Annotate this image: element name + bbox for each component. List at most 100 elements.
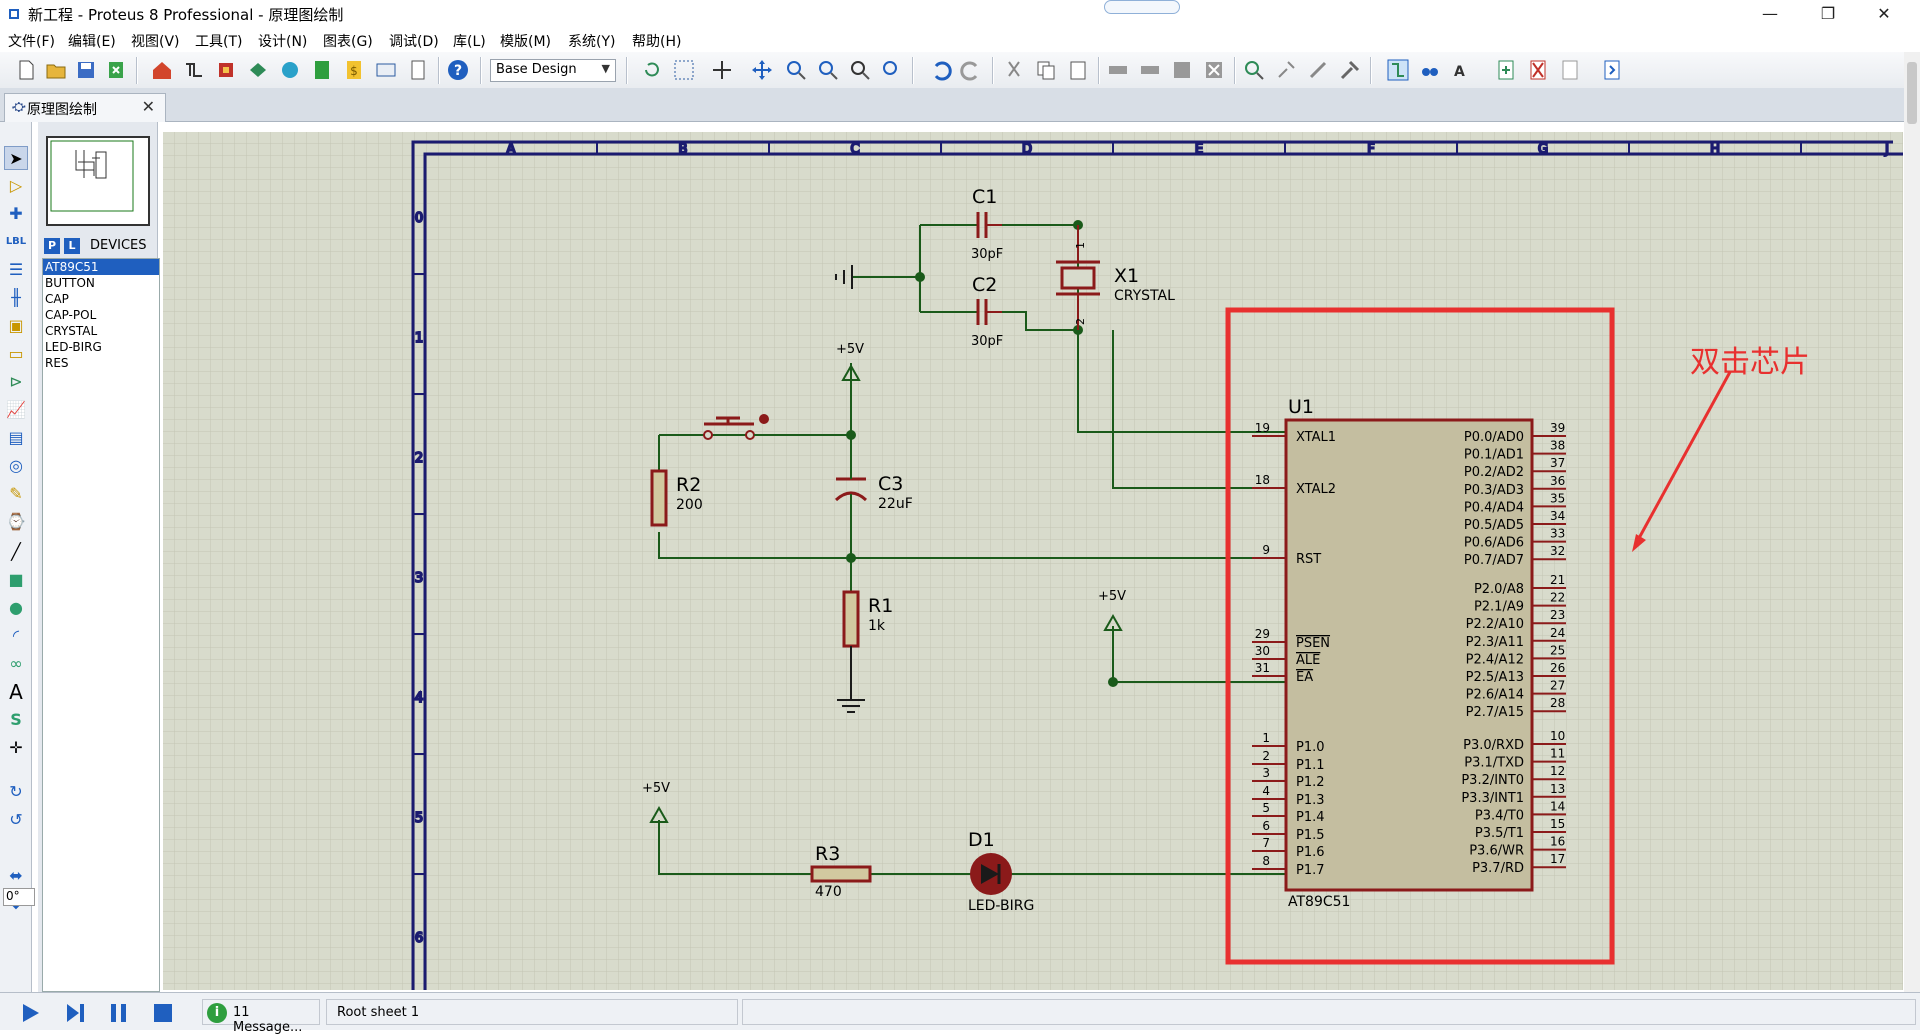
- library-manager-button[interactable]: L: [64, 238, 80, 254]
- arc-tool-icon[interactable]: ◜: [12, 626, 20, 645]
- menu-debug[interactable]: 调试(D): [389, 34, 439, 50]
- overview-window[interactable]: [46, 136, 150, 226]
- menu-design[interactable]: 设计(N): [258, 34, 308, 50]
- rotation-angle-field[interactable]: 0°: [3, 888, 35, 906]
- chip-body[interactable]: [1284, 418, 1534, 892]
- electrical-rule-check-icon[interactable]: [1600, 58, 1624, 82]
- path-tool-icon[interactable]: ∞: [9, 654, 23, 673]
- zoom-in-icon[interactable]: [784, 58, 808, 82]
- subcircuit-icon[interactable]: ▣: [8, 316, 24, 335]
- buses-icon[interactable]: ╫: [11, 288, 21, 307]
- redo-icon[interactable]: [960, 58, 984, 82]
- junction-dot-icon[interactable]: ✚: [9, 204, 23, 223]
- copy-icon[interactable]: [1034, 58, 1058, 82]
- pick-device-button[interactable]: P: [44, 238, 60, 254]
- crystal-x1[interactable]: 1 2 X1 CRYSTAL: [1056, 225, 1175, 330]
- selection-mode-icon[interactable]: ➤: [4, 146, 28, 170]
- wire-autorouter-icon[interactable]: [1386, 58, 1410, 82]
- source-code-icon[interactable]: [374, 58, 398, 82]
- grid-toggle-icon[interactable]: [672, 58, 696, 82]
- device-item-crystal[interactable]: CRYSTAL: [45, 324, 98, 338]
- refresh-icon[interactable]: [640, 58, 664, 82]
- menu-tools[interactable]: 工具(T): [195, 34, 243, 50]
- property-assignment-icon[interactable]: A: [1450, 58, 1474, 82]
- line-tool-icon[interactable]: ╱: [11, 542, 21, 561]
- pan-icon[interactable]: [750, 58, 774, 82]
- graph-mode-icon[interactable]: 📈: [6, 400, 26, 419]
- tape-recorder-icon[interactable]: ▤: [8, 428, 24, 447]
- menu-graph[interactable]: 图表(G): [323, 34, 373, 50]
- rotate-anticlockwise-icon[interactable]: ↺: [9, 810, 23, 829]
- device-item-cap-pol[interactable]: CAP-POL: [45, 308, 97, 322]
- cut-icon[interactable]: [1002, 58, 1026, 82]
- bom-icon[interactable]: $: [342, 58, 366, 82]
- device-pins-icon[interactable]: ⊳: [9, 372, 23, 391]
- package-tool-icon[interactable]: [1306, 58, 1330, 82]
- new-sheet-icon[interactable]: [1494, 58, 1518, 82]
- design-variant-select[interactable]: Base Design▼: [490, 59, 616, 82]
- block-copy-icon[interactable]: [1106, 58, 1130, 82]
- device-item-cap[interactable]: CAP: [45, 292, 69, 306]
- search-tag-icon[interactable]: [1418, 58, 1442, 82]
- pause-icon[interactable]: [108, 1002, 130, 1024]
- pcb-icon[interactable]: [214, 58, 238, 82]
- vertical-scrollbar[interactable]: [1904, 52, 1920, 992]
- menu-system[interactable]: 系统(Y): [568, 34, 616, 50]
- virtual-instruments-icon[interactable]: ⌚: [6, 512, 26, 531]
- block-delete-icon[interactable]: [1202, 58, 1226, 82]
- zoom-out-icon[interactable]: [816, 58, 840, 82]
- stop-icon[interactable]: [152, 1002, 174, 1024]
- play-icon[interactable]: [20, 1002, 42, 1024]
- origin-icon[interactable]: [710, 58, 734, 82]
- circle-tool-icon[interactable]: ●: [9, 598, 23, 617]
- wire-label-icon[interactable]: LBL: [5, 236, 27, 247]
- zoom-all-icon[interactable]: [848, 58, 872, 82]
- chip-u1-at89c51[interactable]: U1 AT89C51 19XTAL118XTAL29RST29PSEN30ALE…: [1252, 396, 1566, 910]
- design-explorer-icon[interactable]: [310, 58, 334, 82]
- close-tab-icon[interactable]: ✕: [141, 97, 155, 116]
- save-icon[interactable]: [74, 58, 98, 82]
- home-icon[interactable]: [150, 58, 174, 82]
- capacitor-c3[interactable]: C3 22uF: [834, 435, 913, 518]
- terminals-icon[interactable]: ▭: [8, 344, 24, 363]
- box-tool-icon[interactable]: ■: [8, 570, 24, 589]
- menu-view[interactable]: 视图(V): [131, 34, 180, 50]
- title-pill[interactable]: [1104, 0, 1180, 14]
- zoom-area-icon[interactable]: [880, 58, 904, 82]
- close-project-icon[interactable]: [104, 58, 128, 82]
- component-mode-icon[interactable]: ▷: [9, 176, 23, 195]
- notes-icon[interactable]: [406, 58, 430, 82]
- scrollbar-thumb[interactable]: [1907, 62, 1917, 124]
- maximize-button[interactable]: ❐: [1820, 4, 1836, 23]
- new-file-icon[interactable]: [14, 58, 38, 82]
- open-folder-icon[interactable]: [44, 58, 68, 82]
- undo-icon[interactable]: [928, 58, 952, 82]
- minimize-button[interactable]: —: [1762, 4, 1778, 23]
- resistor-r3[interactable]: R3 470: [810, 843, 872, 900]
- close-button[interactable]: ✕: [1877, 4, 1891, 23]
- device-item-led-birg[interactable]: LED-BIRG: [45, 340, 102, 354]
- rotate-clockwise-icon[interactable]: ↻: [9, 782, 23, 801]
- capacitor-c2[interactable]: C2 30pF: [971, 274, 1003, 349]
- generator-icon[interactable]: ◎: [9, 456, 23, 475]
- device-item-res[interactable]: RES: [45, 356, 69, 370]
- menu-template[interactable]: 模版(M): [500, 34, 552, 50]
- decompose-icon[interactable]: [1338, 58, 1362, 82]
- schematic-icon[interactable]: [182, 58, 206, 82]
- menu-file[interactable]: 文件(F): [8, 34, 55, 50]
- capacitor-c1[interactable]: C1 30pF: [971, 186, 1003, 262]
- block-rotate-icon[interactable]: [1170, 58, 1194, 82]
- tab-schematic-capture[interactable]: ⛮ 原理图绘制 ✕: [4, 93, 166, 122]
- mirror-x-icon[interactable]: ⬌: [9, 866, 23, 885]
- help-icon[interactable]: ?: [446, 58, 470, 82]
- device-item-button[interactable]: BUTTON: [45, 276, 95, 290]
- exit-to-parent-icon[interactable]: [1558, 58, 1582, 82]
- menu-edit[interactable]: 编辑(E): [68, 34, 116, 50]
- 3d-view-icon[interactable]: [246, 58, 270, 82]
- device-item-at89c51[interactable]: AT89C51: [43, 259, 159, 275]
- menu-library[interactable]: 库(L): [453, 34, 486, 50]
- voltage-probe-icon[interactable]: ✎: [9, 484, 23, 503]
